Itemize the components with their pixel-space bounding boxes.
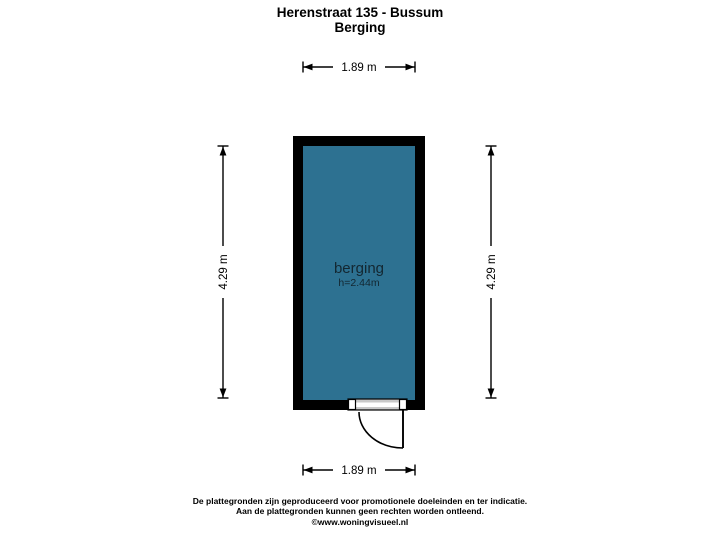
door-swing-arc — [358, 411, 404, 449]
dim-right-label-pill — [482, 246, 500, 298]
door-jamb-right — [398, 398, 408, 411]
dim-right-arrowhead-top-icon — [487, 146, 495, 156]
door — [347, 398, 408, 449]
dim-left-label-pill — [214, 246, 232, 298]
disclaimer-line-1: De plattegronden zijn geproduceerd voor … — [192, 496, 528, 506]
copyright-line: ©www.woningvisueel.nl — [311, 516, 409, 527]
room-floor — [303, 146, 415, 400]
dim-left-arrowhead-top-icon — [219, 146, 227, 156]
dim-top-label-pill — [333, 58, 385, 76]
room-name-label: berging — [334, 260, 384, 277]
disclaimer-block: De plattegronden zijn geproduceerd voor … — [0, 496, 720, 527]
dimension-right: 4.29 m — [482, 145, 500, 399]
room-berging: berging h=2.44m — [293, 136, 425, 410]
title-block: Herenstraat 135 - Bussum Berging — [0, 5, 720, 35]
dim-bottom-arrowhead-left-icon — [303, 466, 313, 474]
dim-bottom-label: 1.89 m — [341, 465, 376, 477]
dim-right-label: 4.29 m — [486, 254, 498, 289]
disclaimer-line-2: Aan de plattegronden kunnen geen rechten… — [236, 506, 484, 517]
door-jamb-left — [347, 398, 357, 411]
door-threshold-stripe — [352, 402, 403, 407]
dim-top-arrowhead-left-icon — [303, 63, 313, 71]
room-ceiling-height-label: h=2.44m — [338, 277, 379, 289]
dimension-top: 1.89 m — [302, 58, 416, 76]
dim-bottom-label-pill — [333, 461, 385, 479]
dimension-bottom: 1.89 m — [302, 461, 416, 479]
dim-right-arrowhead-bottom-icon — [487, 388, 495, 398]
dim-top-arrowhead-right-icon — [405, 63, 415, 71]
dimension-left: 4.29 m — [214, 145, 232, 399]
page-title-address: Herenstraat 135 - Bussum — [276, 5, 444, 20]
page-title-floor: Berging — [334, 20, 386, 35]
dim-left-arrowhead-bottom-icon — [219, 388, 227, 398]
dim-top-label: 1.89 m — [341, 62, 376, 74]
dim-left-label: 4.29 m — [218, 254, 230, 289]
dim-bottom-arrowhead-right-icon — [405, 466, 415, 474]
